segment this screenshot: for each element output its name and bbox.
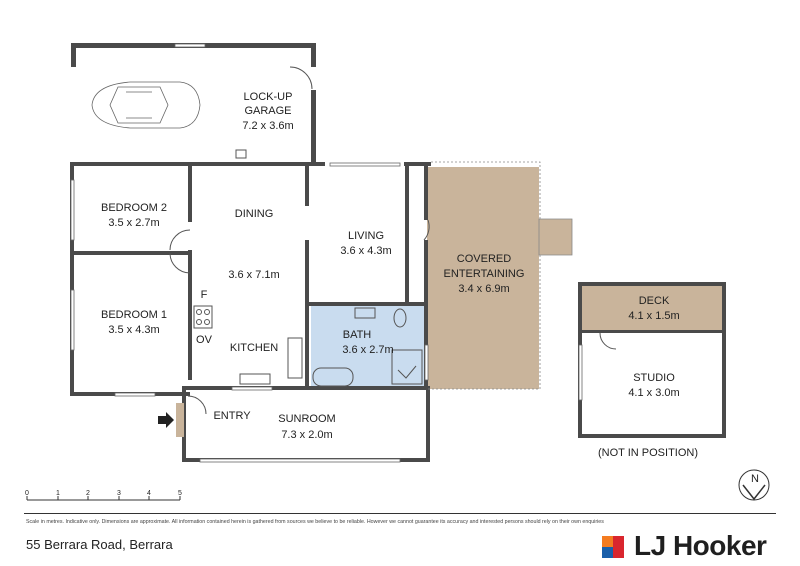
garage-door-swing	[289, 66, 313, 90]
covered-name-line1: COVERED	[457, 253, 511, 265]
kitchen-sink-icon	[239, 373, 271, 385]
covered-size: 3.4 x 6.9m	[458, 283, 509, 295]
deck-size: 4.1 x 1.5m	[628, 310, 679, 322]
covered-outline	[427, 161, 541, 390]
entry-name: ENTRY	[213, 410, 251, 422]
scale-tick-2: 2	[86, 490, 90, 497]
compass-north-label: N	[751, 473, 759, 485]
bedroom1-window	[70, 289, 75, 351]
scale-tick-5: 5	[178, 490, 182, 497]
bath-name: BATH	[343, 329, 372, 341]
bedroom1-size: 3.5 x 4.3m	[108, 324, 159, 336]
bath-size: 3.6 x 2.7m	[342, 344, 393, 356]
scale-tick-1: 1	[56, 490, 60, 497]
studio-size: 4.1 x 3.0m	[628, 387, 679, 399]
brand-name: LJ Hooker	[634, 530, 767, 561]
kitchen-bench	[287, 337, 303, 379]
north-compass-icon: N	[738, 469, 770, 501]
living-door-swing	[423, 219, 430, 241]
deck-area	[582, 286, 722, 330]
living-window	[329, 162, 401, 167]
sunroom-name: SUNROOM	[278, 413, 335, 425]
kitchen-window	[231, 386, 273, 391]
deck-name: DECK	[639, 295, 670, 307]
garage-window	[174, 43, 206, 48]
shower-icon	[391, 349, 423, 385]
living-name: LIVING	[348, 230, 384, 242]
car-outline-icon	[91, 81, 201, 129]
entry-door-swing	[187, 395, 207, 415]
kitchen-name: KITCHEN	[230, 342, 278, 354]
bedroom2-door-swing	[169, 229, 191, 251]
lj-hooker-mark-icon	[602, 536, 624, 558]
toilet-icon	[393, 308, 407, 328]
disclaimer-text: Scale in metres. Indicative only. Dimens…	[26, 519, 604, 525]
bedroom1-name: BEDROOM 1	[101, 309, 167, 321]
bedroom1-door-swing	[169, 252, 191, 274]
studio-door-swing	[599, 332, 617, 350]
bedroom2-window	[70, 179, 75, 241]
scale-tick-3: 3	[117, 490, 121, 497]
brand-logo: LJ Hooker	[600, 528, 775, 562]
studio-note: (NOT IN POSITION)	[598, 447, 698, 459]
fridge-label: F	[201, 289, 208, 301]
vanity-icon	[354, 307, 376, 319]
footer-divider	[24, 513, 776, 514]
garage-name-line1: LOCK-UP	[244, 91, 293, 103]
sunroom-size: 7.3 x 2.0m	[281, 429, 332, 441]
scale-bar: 0 1 2 3 4 5	[25, 490, 182, 501]
bedroom1-south-window	[114, 392, 156, 397]
bedroom2-size: 3.5 x 2.7m	[108, 217, 159, 229]
scale-tick-4: 4	[147, 490, 151, 497]
garage-sink-icon	[235, 149, 247, 159]
garage-walls	[71, 43, 316, 165]
bedroom2-name: BEDROOM 2	[101, 202, 167, 214]
bath-window	[424, 344, 429, 381]
entry-arrow-icon	[158, 412, 174, 428]
covered-name-line2: ENTERTAINING	[444, 268, 525, 280]
cooktop-icon	[193, 305, 213, 329]
garage-name-line2: GARAGE	[244, 105, 291, 117]
studio-name: STUDIO	[633, 372, 675, 384]
bathtub-icon	[312, 367, 354, 387]
sunroom-window	[199, 458, 401, 463]
garage-size: 7.2 x 3.6m	[242, 120, 293, 132]
studio-window	[578, 344, 583, 401]
living-size: 3.6 x 4.3m	[340, 245, 391, 257]
dining-name: DINING	[235, 208, 274, 220]
scale-tick-0: 0	[25, 490, 29, 497]
covered-entertaining-area	[427, 167, 539, 389]
entry-step	[176, 403, 184, 437]
covered-step	[538, 218, 573, 256]
property-address: 55 Berrara Road, Berrara	[26, 537, 173, 552]
kitchen-dining-size: 3.6 x 7.1m	[228, 269, 279, 281]
oven-label: OV	[196, 334, 213, 346]
